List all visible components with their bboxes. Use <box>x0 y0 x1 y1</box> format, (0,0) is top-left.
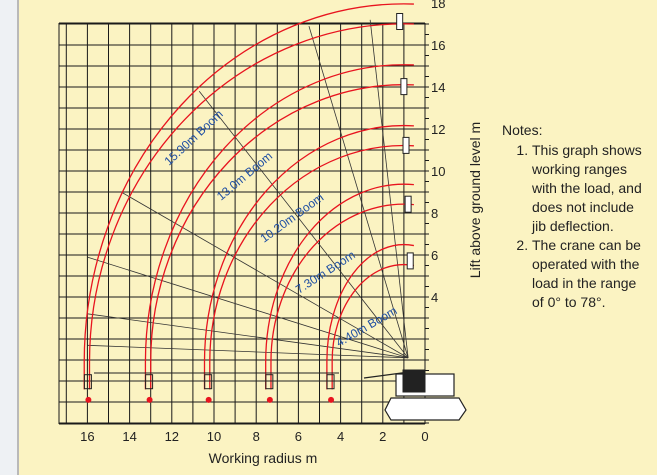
x-tick-label: 6 <box>295 429 302 444</box>
hook-block <box>83 374 92 390</box>
hook-point <box>85 396 92 403</box>
boom-tip <box>406 252 414 270</box>
boom-angle-line <box>369 19 409 358</box>
y-tick-label: 4 <box>431 290 438 305</box>
crane-tracks <box>384 397 467 421</box>
hook-block <box>265 374 274 390</box>
hook-point <box>328 396 335 403</box>
boom-angle-line <box>120 191 409 359</box>
x-tick-label: 2 <box>379 429 386 444</box>
boom-label: 10.20m Boom <box>258 190 327 245</box>
x-tick-label: 16 <box>80 429 94 444</box>
range-arc <box>150 84 414 390</box>
hook-point <box>205 396 212 403</box>
x-tick-label: 14 <box>122 429 136 444</box>
x-axis-label: Working radius m <box>209 450 318 466</box>
y-tick-labels: 4 6 8 10 12 14 16 18 <box>431 0 445 305</box>
range-arc <box>265 183 414 390</box>
range-arc <box>331 263 415 390</box>
hook-point <box>266 396 273 403</box>
x-tick-label: 0 <box>421 429 428 444</box>
grid <box>58 22 429 425</box>
note-item: This graph shows working ranges with the… <box>532 141 657 236</box>
boom-angle-lines <box>87 19 409 359</box>
y-tick-label: 14 <box>431 80 445 95</box>
y-tick-label: 18 <box>431 0 445 11</box>
notes-panel: Notes: This graph shows working ranges w… <box>502 121 657 312</box>
boom-tip <box>402 136 410 154</box>
x-tick-label: 10 <box>207 429 221 444</box>
y-tick-label: 6 <box>431 248 438 263</box>
boom-tip <box>404 195 412 213</box>
crane-illustration <box>94 13 467 421</box>
range-arc <box>326 243 415 390</box>
hook-block <box>204 374 213 390</box>
note-item: The crane can be operated with the load … <box>532 236 657 312</box>
hook-block <box>145 374 154 390</box>
notes-title: Notes: <box>502 122 543 138</box>
boom-angle-line <box>198 90 409 359</box>
hook-block <box>326 374 335 390</box>
hook-point <box>146 396 153 403</box>
range-arc <box>203 124 414 390</box>
boom-tip <box>396 13 404 30</box>
range-arc <box>209 144 414 390</box>
crane-outrigger <box>363 371 410 379</box>
x-tick-labels: 16 14 12 10 8 6 4 2 0 <box>80 429 428 444</box>
range-arc <box>88 23 414 390</box>
boom-tip <box>400 78 408 96</box>
y-tick-label: 12 <box>431 122 445 137</box>
crane-cab <box>402 369 426 393</box>
notes-list: This graph shows working ranges with the… <box>502 141 657 312</box>
x-tick-label: 4 <box>337 429 344 444</box>
boom-angle-line <box>87 344 409 359</box>
boom-angle-line <box>87 256 409 359</box>
range-arc <box>270 203 414 390</box>
boom-angle-line <box>87 313 409 359</box>
boom-angle-line <box>308 25 409 359</box>
x-tick-label: 8 <box>253 429 260 444</box>
x-tick-label: 12 <box>165 429 179 444</box>
working-range-arcs <box>83 3 415 403</box>
y-tick-label: 10 <box>431 164 445 179</box>
range-arc <box>144 64 414 390</box>
range-arc <box>83 3 414 390</box>
y-tick-label: 16 <box>431 38 445 53</box>
y-axis-label: Lift above ground level m <box>467 122 483 278</box>
y-tick-label: 8 <box>431 206 438 221</box>
